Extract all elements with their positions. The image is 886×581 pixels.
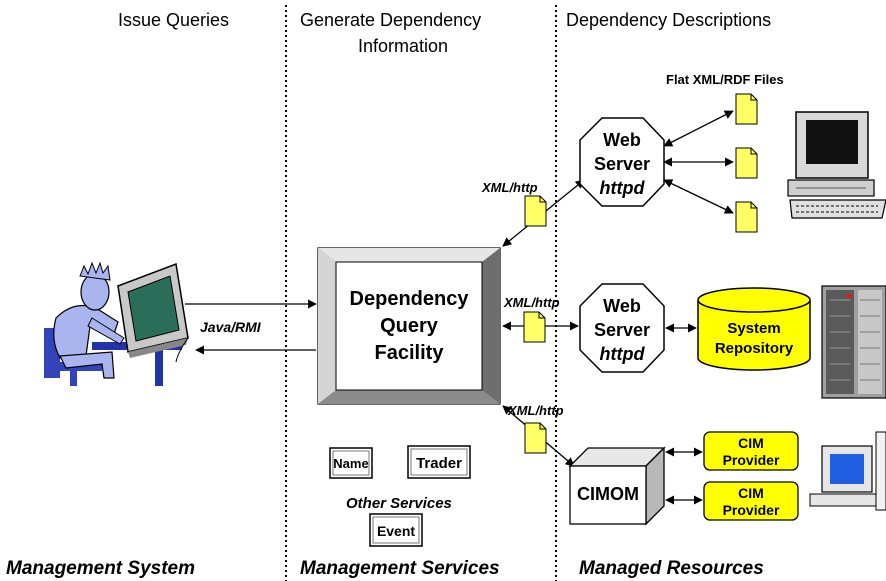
web-server-middle-line2: Server [594, 320, 650, 340]
dependency-query-facility: Dependency Query Facility [317, 247, 501, 405]
footer-managed-resources: Managed Resources [579, 558, 764, 579]
xml-document-icon-bottom [524, 422, 547, 454]
user-at-computer-icon [44, 261, 189, 386]
java-rmi-label: Java/RMI [200, 319, 262, 335]
server-rack-icon [821, 285, 886, 399]
flat-file-icon-3 [735, 201, 758, 233]
web-server-middle-line1: Web [603, 296, 641, 316]
dqf-label-line1: Dependency [350, 288, 470, 310]
cim-provider-1-line1: CIM [738, 435, 764, 451]
header-generate-line1: Generate Dependency [300, 10, 481, 30]
other-services-label: Other Services [346, 495, 452, 512]
web-server-top-line2: Server [594, 154, 650, 174]
cim-provider-2-line1: CIM [738, 485, 764, 501]
xml-http-label-bottom: XML/http [507, 403, 564, 418]
cimom-box: CIMOM [568, 446, 666, 526]
system-repository-line2: Repository [715, 340, 794, 357]
cim-provider-2: CIM Provider [703, 481, 799, 521]
service-name-label: Name [333, 456, 368, 471]
service-event-label: Event [377, 523, 415, 539]
header-issue-queries: Issue Queries [118, 10, 229, 30]
xml-document-icon-top [524, 195, 547, 227]
workstation-icon [809, 431, 886, 511]
flat-file-icon-1 [735, 93, 758, 125]
system-repository: System Repository [697, 287, 811, 371]
flat-files-label: Flat XML/RDF Files [666, 72, 784, 87]
web-server-middle: Web Server httpd [579, 283, 665, 373]
header-dependency-descriptions: Dependency Descriptions [566, 10, 771, 30]
desktop-computer-icon [787, 111, 886, 219]
footer-management-services: Management Services [300, 558, 500, 579]
cim-provider-2-line2: Provider [723, 502, 780, 518]
cim-provider-1-line2: Provider [723, 452, 780, 468]
xml-document-icon-middle [523, 311, 546, 343]
dqf-label-line2: Query [380, 315, 439, 337]
flat-file-arrow-1 [663, 110, 734, 147]
cim-provider-1: CIM Provider [703, 431, 799, 471]
web-server-top: Web Server httpd [579, 117, 665, 207]
flat-file-arrow-3 [663, 179, 734, 214]
service-trader-label: Trader [416, 455, 462, 472]
system-repository-line1: System [727, 320, 780, 337]
web-server-top-line1: Web [603, 130, 641, 150]
web-server-middle-line3: httpd [600, 344, 646, 364]
service-name-box: Name [329, 447, 373, 479]
cimom-label: CIMOM [577, 484, 639, 504]
xml-http-label-middle: XML/http [503, 295, 560, 310]
dqf-label-line3: Facility [375, 342, 445, 364]
service-event-box: Event [369, 513, 423, 547]
header-generate-line2: Information [358, 36, 448, 56]
footer-management-system: Management System [6, 558, 195, 579]
service-trader-box: Trader [407, 445, 471, 479]
xml-http-label-top: XML/http [481, 180, 538, 195]
flat-file-icon-2 [735, 147, 758, 179]
web-server-top-line3: httpd [600, 178, 646, 198]
